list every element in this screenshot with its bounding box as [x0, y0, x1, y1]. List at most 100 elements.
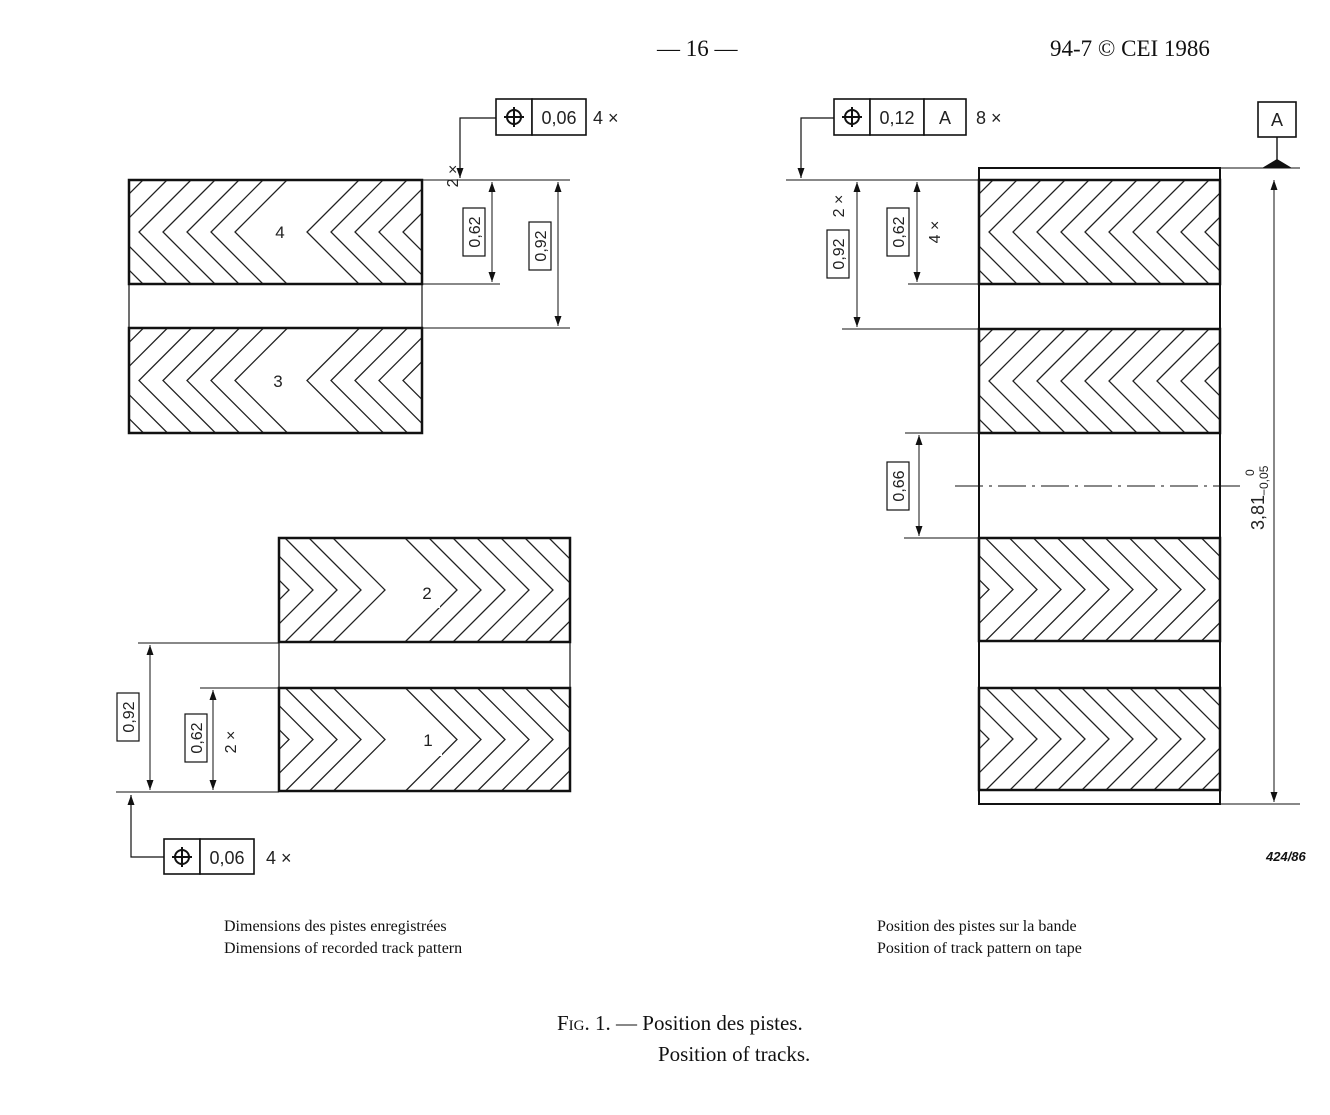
hatch-chevron	[818, 538, 870, 641]
hatch-chevron	[979, 329, 994, 433]
datum-triangle-icon	[1262, 159, 1292, 168]
hatch-chevron	[917, 329, 969, 433]
hatch-chevron	[477, 688, 530, 791]
dimension-value: 0,66	[891, 470, 908, 501]
label-mask	[265, 366, 291, 396]
feature-control-frame-right: 0,12 A 8 ×	[797, 98, 1002, 178]
basic-dimension-box	[826, 229, 850, 279]
hatch-chevron	[308, 538, 362, 642]
basic-dimension-box	[116, 692, 140, 742]
hatch-chevron	[979, 180, 1018, 284]
track-label: 4	[275, 223, 284, 242]
hatch-chevron	[162, 180, 216, 284]
hatch-chevron	[1036, 329, 1090, 433]
dimension-value: 0,92	[121, 701, 138, 732]
frame-value-cell	[199, 838, 255, 875]
hatch-chevron	[330, 328, 384, 433]
hatch-chevron	[402, 212, 422, 252]
figure-title-fr: Position des pistes.	[642, 1011, 803, 1035]
hatch-chevron	[1325, 180, 1330, 284]
dimension-value: 0,92	[533, 230, 550, 261]
hatch-chevron	[1177, 688, 1220, 790]
track-hatch	[0, 328, 504, 433]
hatch-chevron	[571, 180, 623, 284]
track-label: 3	[273, 372, 282, 391]
hatch-chevron	[234, 180, 288, 284]
hatch-chevron	[524, 538, 570, 642]
dimension-tape-width: 3,81 0 −0,05	[1243, 465, 1271, 530]
tape-track-2	[845, 327, 1305, 435]
hatch-chevron	[985, 538, 1038, 641]
hatch-chevron	[1298, 688, 1330, 790]
hatch-chevron	[354, 328, 408, 433]
hatch-chevron	[845, 329, 897, 433]
hatch-chevron	[1033, 688, 1086, 790]
hatch-chevron	[622, 688, 674, 791]
hatch-chevron	[165, 538, 217, 642]
hatch-chevron	[279, 704, 314, 775]
track-outline	[127, 178, 424, 286]
hatch-chevron	[979, 180, 994, 284]
hatch-chevron	[914, 538, 966, 641]
hatch-chevron	[451, 328, 504, 433]
dimension-multiplier: 2 ×	[831, 195, 848, 218]
tolerance-value: 0,06	[209, 848, 244, 868]
hatch-chevron	[1012, 329, 1066, 433]
track-hatch	[129, 180, 623, 284]
hatch-chevron	[1105, 538, 1158, 641]
hatch-chevron	[1012, 180, 1066, 284]
left-caption-en: Dimensions of recorded track pattern	[224, 940, 463, 957]
tolerance-multiplier: 4 ×	[593, 108, 619, 128]
hatch-chevron	[1009, 538, 1062, 641]
hatch-chevron	[1177, 538, 1220, 641]
hatch-chevron	[1153, 538, 1206, 641]
hatch-chevron	[818, 688, 869, 790]
hatch-chevron	[1201, 688, 1220, 790]
hatch-chevron	[1081, 688, 1134, 790]
dimension-pitch: 0,92 2 ×	[826, 195, 850, 279]
dimension-guard-band: 0,66	[886, 461, 910, 511]
hatch-chevron	[1084, 180, 1138, 284]
track-hatch	[818, 688, 1330, 790]
hatch-chevron	[162, 328, 216, 433]
basic-dimension-box	[886, 207, 910, 257]
frame-value-cell	[531, 98, 587, 136]
track-hatch	[279, 688, 674, 791]
tolerance-upper: 0	[1243, 469, 1257, 476]
hatch-chevron	[1057, 538, 1110, 641]
hatch-chevron	[979, 578, 990, 601]
hatch-chevron	[1084, 329, 1138, 433]
hatch-chevron	[129, 180, 168, 284]
hatch-chevron	[598, 688, 650, 791]
hatch-chevron	[138, 180, 192, 284]
hatch-chevron	[979, 554, 1014, 625]
hatch-chevron	[597, 538, 649, 642]
tape-track-1	[977, 178, 1330, 286]
figure-number: Fig. 1.	[557, 1011, 611, 1035]
right-caption-en: Position of track pattern on tape	[877, 940, 1082, 957]
feature-control-frame-top: 0,06 4 ×	[456, 98, 619, 178]
track-outline	[277, 536, 572, 644]
track-hatch	[845, 329, 1305, 433]
dimension-track-width: 0,62 4 ×	[886, 207, 944, 257]
hatch-chevron	[213, 538, 265, 642]
track-hatch	[818, 538, 1220, 641]
hatch-chevron	[0, 328, 48, 433]
hatch-chevron	[979, 704, 1014, 774]
hatch-chevron	[1253, 329, 1305, 433]
hatch-chevron	[1277, 180, 1329, 284]
hatch-chevron	[1204, 216, 1220, 248]
track-outline	[277, 686, 572, 793]
track-label: 1	[423, 731, 432, 750]
track-2: 2	[165, 536, 649, 644]
hatch-chevron	[234, 328, 288, 433]
hatch-chevron	[988, 180, 1042, 284]
hatch-chevron	[67, 328, 120, 433]
hatch-chevron	[279, 728, 290, 751]
frame-datum-cell	[923, 98, 967, 136]
hatch-chevron	[129, 180, 144, 284]
hatch-chevron	[19, 328, 72, 433]
dimension-multiplier: 2 ×	[223, 731, 240, 754]
hatch-chevron	[1132, 329, 1186, 433]
